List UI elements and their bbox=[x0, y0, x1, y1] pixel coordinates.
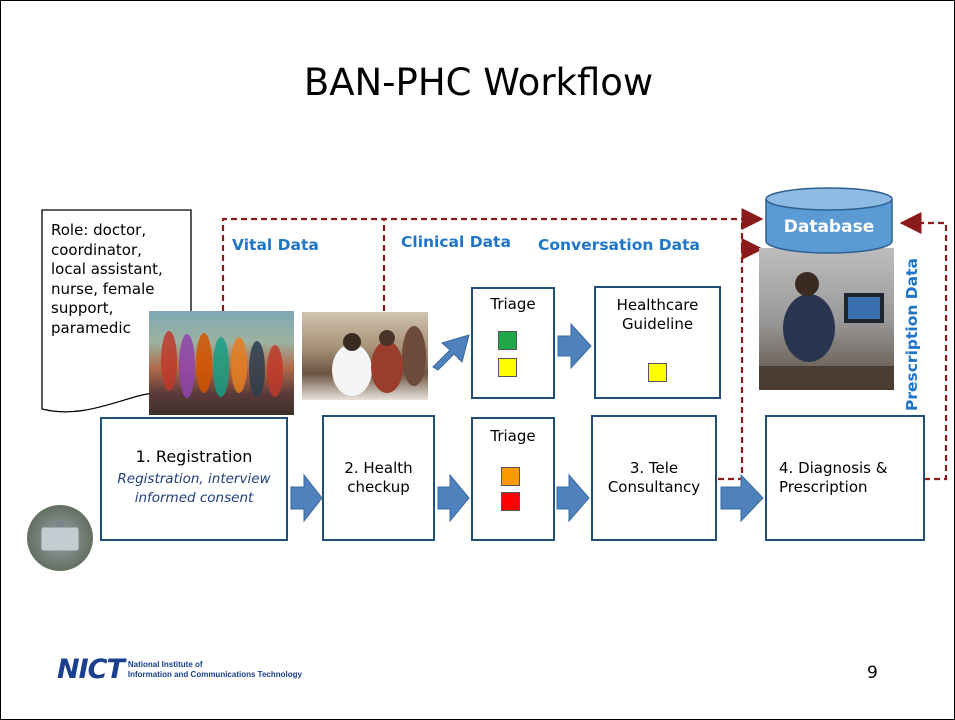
registration-title: 1. Registration bbox=[135, 447, 253, 466]
role-line: Role: doctor, bbox=[51, 221, 147, 239]
health-checkup-photo bbox=[302, 312, 428, 400]
tele-line2: Consultancy bbox=[607, 478, 701, 496]
registration-queue-photo bbox=[149, 311, 294, 415]
role-note: Role: doctor, coordinator, local assista… bbox=[51, 221, 172, 338]
diagnosis-line2: Prescription bbox=[779, 478, 868, 496]
triage-orange-square bbox=[501, 467, 520, 486]
tele-line1: 3. Tele bbox=[629, 459, 679, 477]
equipment-case-photo bbox=[27, 505, 93, 571]
org-line1: National Institute of bbox=[127, 659, 203, 669]
conversation-data-line bbox=[718, 238, 764, 481]
registration-step: 1. Registration Registration, interview … bbox=[100, 417, 288, 541]
vital-data-label: Vital Data bbox=[232, 236, 319, 254]
role-line: coordinator, bbox=[51, 240, 142, 259]
arrow-health-to-triage bbox=[437, 473, 470, 523]
arrow-triage-to-guideline bbox=[557, 322, 592, 370]
triage-green-square bbox=[498, 331, 517, 350]
diagnosis-line1: 4. Diagnosis & bbox=[779, 459, 888, 477]
triage-bottom-label: Triage bbox=[490, 427, 536, 445]
arrow-health-to-triage-up bbox=[432, 334, 470, 371]
doctor-teleconsult-photo bbox=[759, 248, 894, 390]
nict-logo: NICT bbox=[57, 654, 125, 685]
guideline-yellow-square bbox=[648, 363, 667, 382]
role-line: nurse, female bbox=[51, 279, 155, 298]
registration-sub1: Registration, interview bbox=[117, 471, 271, 487]
arrow-registration-to-health bbox=[290, 473, 323, 523]
triage-yellow-square bbox=[498, 358, 517, 377]
health-checkup-step: 2. Health checkup bbox=[322, 415, 435, 541]
guideline-line2: Guideline bbox=[621, 315, 694, 333]
triage-top-label: Triage bbox=[490, 295, 536, 313]
conversation-data-label: Conversation Data bbox=[538, 236, 701, 254]
health-checkup-line1: 2. Health bbox=[344, 459, 413, 477]
prescription-data-line bbox=[899, 212, 948, 481]
triage-red-square bbox=[501, 492, 520, 511]
vital-data-line bbox=[221, 208, 764, 311]
page-number: 9 bbox=[867, 663, 878, 683]
role-line: local assistant, bbox=[51, 260, 163, 278]
health-checkup-line2: checkup bbox=[347, 478, 410, 496]
clinical-data-label: Clinical Data bbox=[401, 233, 511, 251]
database-label: Database bbox=[783, 217, 875, 237]
org-line2: Information and Communications Technolog… bbox=[127, 669, 302, 679]
footer-logo: NICT National Institute of Information a… bbox=[57, 654, 302, 685]
slide-title: BAN-PHC Workflow bbox=[303, 61, 654, 104]
database-icon bbox=[765, 187, 893, 254]
registration-sub2: informed consent bbox=[134, 490, 254, 506]
tele-consultancy-step: 3. Tele Consultancy bbox=[591, 415, 717, 541]
role-line: support, bbox=[51, 299, 114, 317]
arrow-tele-to-diagnosis bbox=[720, 473, 764, 523]
guideline-line1: Healthcare bbox=[616, 296, 699, 314]
diagnosis-step: 4. Diagnosis & Prescription bbox=[765, 415, 925, 541]
arrow-triage-to-tele bbox=[556, 473, 590, 523]
